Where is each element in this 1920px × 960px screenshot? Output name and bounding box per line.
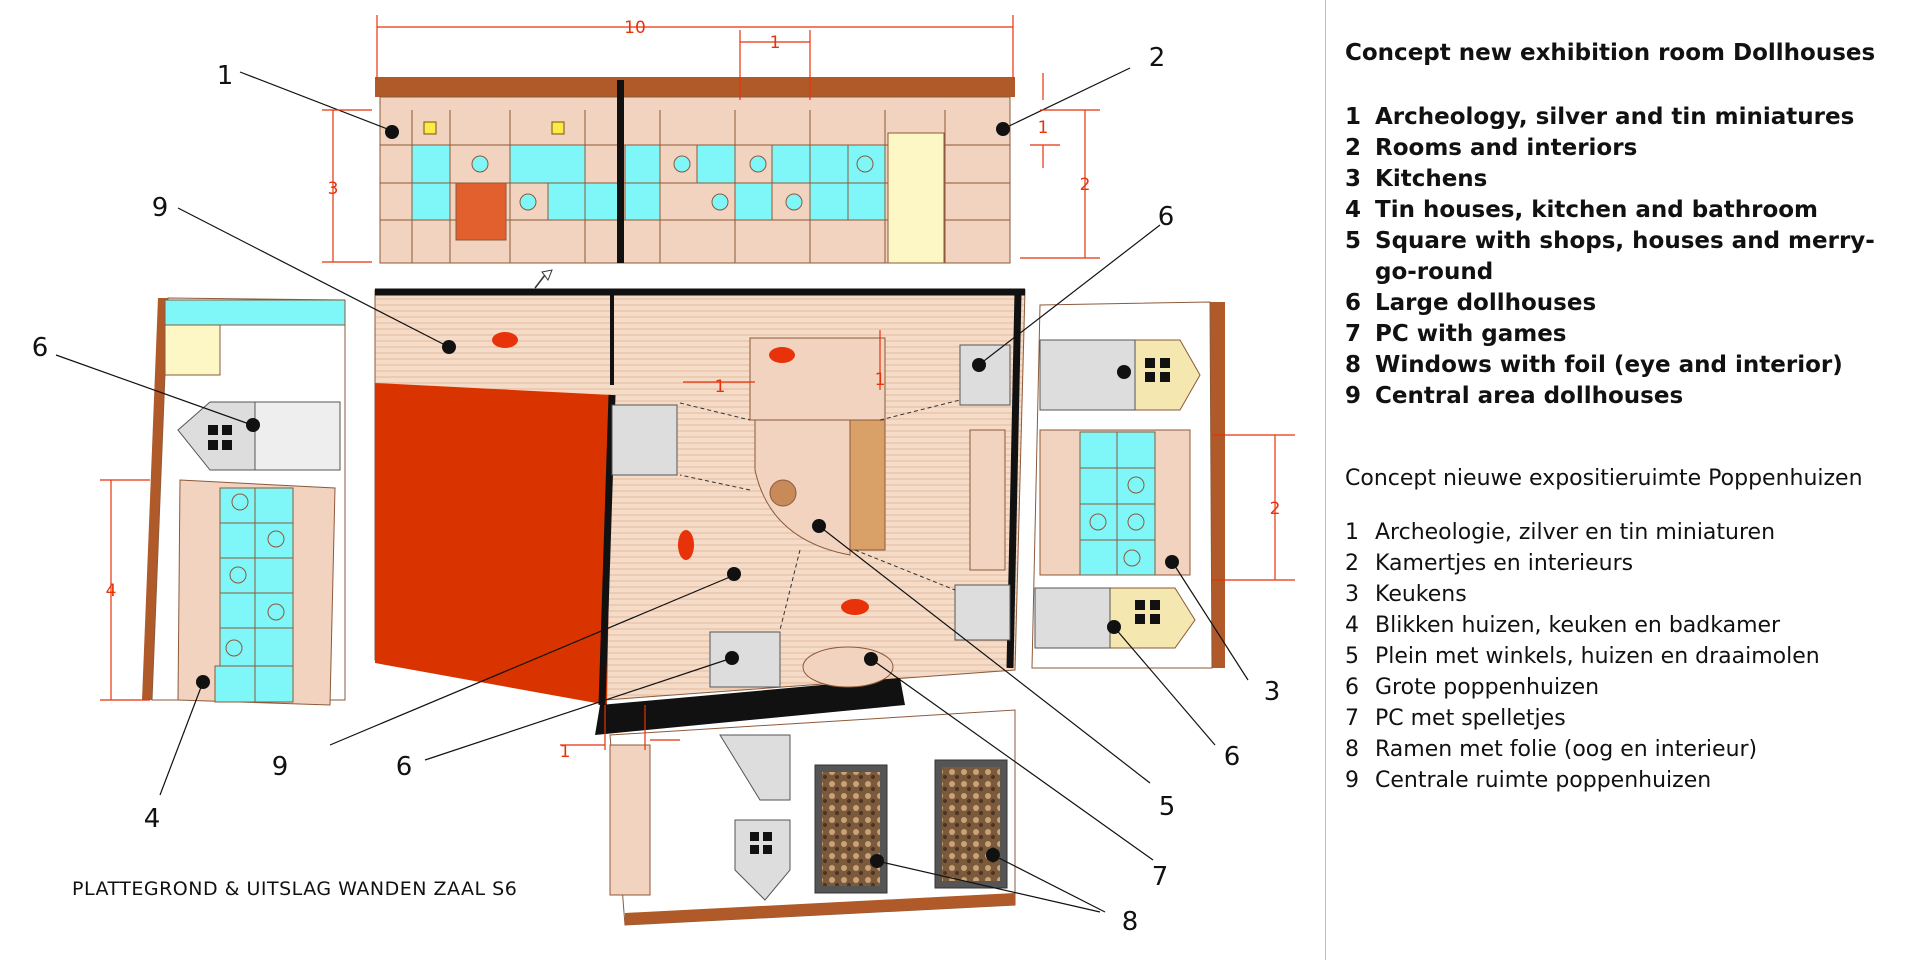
- callout-7: 7: [1152, 862, 1169, 892]
- dim-room-unit-v: 1: [875, 370, 886, 390]
- legend-num: 9: [1345, 383, 1362, 409]
- dim-top-height-left: 3: [328, 179, 339, 199]
- legend-label: Archeology, silver and tin miniatures: [1375, 104, 1855, 130]
- callout-9-top: 9: [152, 193, 169, 223]
- legend-item-nl: 8 Ramen met folie (oog en interieur): [1345, 734, 1915, 765]
- legend-item-en: 6 Large dollhouses: [1345, 288, 1915, 319]
- floor-plan: 1 2 3 4 5 6 6 6 6 7 8 9 9: [32, 15, 1295, 937]
- legend-label: Ramen met folie (oog en interieur): [1375, 737, 1758, 762]
- legend-num: 8: [1345, 737, 1359, 762]
- callout-6-left: 6: [32, 333, 49, 363]
- legend-label: Kitchens: [1375, 166, 1488, 192]
- legend-item-en: 7 PC with games: [1345, 319, 1915, 350]
- legend-num: 3: [1345, 166, 1362, 192]
- legend-item-en: 4 Tin houses, kitchen and bathroom: [1345, 195, 1915, 226]
- callout-5: 5: [1159, 792, 1176, 822]
- legend-label: Rooms and interiors: [1375, 135, 1638, 161]
- legend-num: 2: [1345, 135, 1362, 161]
- legend-num: 8: [1345, 352, 1362, 378]
- left-wall-elevation: [142, 297, 346, 706]
- dim-top-width: 10: [624, 18, 646, 38]
- legend-num: 7: [1345, 706, 1359, 731]
- legend-num: 9: [1345, 768, 1359, 793]
- legend-item-nl: 2 Kamertjes en interieurs: [1345, 548, 1915, 579]
- legend-list-nl: 1 Archeologie, zilver en tin miniaturen 2…: [1345, 517, 1915, 796]
- dim-left-height: 4: [106, 581, 117, 601]
- legend-item-en: 5 Square with shops, houses and merry-go-…: [1345, 226, 1915, 288]
- legend-panel: Concept new exhibition room Dollhouses 1…: [1345, 40, 1915, 796]
- legend-label: Large dollhouses: [1375, 290, 1597, 316]
- dim-top-height-small: 1: [1038, 118, 1049, 138]
- callout-6-right: 6: [1224, 742, 1241, 772]
- legend-num: 4: [1345, 197, 1362, 223]
- legend-label: Centrale ruimte poppenhuizen: [1375, 768, 1712, 793]
- dim-top-unit: 1: [770, 33, 781, 53]
- legend-title-nl: Concept nieuwe expositieruimte Poppenhui…: [1345, 466, 1863, 491]
- legend-label: Central area dollhouses: [1375, 383, 1684, 409]
- callout-2: 2: [1149, 43, 1166, 73]
- callout-6-topright: 6: [1158, 202, 1175, 232]
- legend-label: PC met spelletjes: [1375, 706, 1566, 731]
- callout-8: 8: [1122, 907, 1139, 937]
- legend-item-nl: 1 Archeologie, zilver en tin miniaturen: [1345, 517, 1915, 548]
- legend-num: 7: [1345, 321, 1362, 347]
- callout-6-bottom: 6: [396, 752, 413, 782]
- legend-item-nl: 4 Blikken huizen, keuken en badkamer: [1345, 610, 1915, 641]
- legend-list-en: 1 Archeology, silver and tin miniatures 2…: [1345, 102, 1915, 412]
- legend-item-nl: 6 Grote poppenhuizen: [1345, 672, 1915, 703]
- legend-item-nl: 3 Keukens: [1345, 579, 1915, 610]
- legend-label: Blikken huizen, keuken en badkamer: [1375, 613, 1781, 638]
- dim-top-height-right: 2: [1080, 175, 1091, 195]
- dimension-lines: [100, 15, 1295, 750]
- callout-9-bottom: 9: [272, 752, 289, 782]
- legend-item-en: 3 Kitchens: [1345, 164, 1915, 195]
- right-wall-elevation: [1031, 301, 1225, 669]
- dim-bottom-unit: 1: [560, 742, 571, 762]
- legend-label: Kamertjes en interieurs: [1375, 551, 1634, 576]
- legend-num: 5: [1345, 228, 1362, 254]
- legend-item-en: 1 Archeology, silver and tin miniatures: [1345, 102, 1915, 133]
- legend-num: 4: [1345, 613, 1359, 638]
- legend-label: Grote poppenhuizen: [1375, 675, 1600, 700]
- legend-label: Archeologie, zilver en tin miniaturen: [1375, 520, 1776, 545]
- legend-label: Plein met winkels, huizen en draaimolen: [1375, 644, 1820, 669]
- legend-title-en: Concept new exhibition room Dollhouses: [1345, 40, 1876, 66]
- legend-item-en: 9 Central area dollhouses: [1345, 381, 1915, 412]
- legend-item-nl: 7 PC met spelletjes: [1345, 703, 1915, 734]
- legend-num: 1: [1345, 520, 1359, 545]
- callout-3: 3: [1264, 677, 1281, 707]
- legend-label: Windows with foil (eye and interior): [1375, 352, 1843, 378]
- callout-leaders: [55, 67, 1249, 913]
- legend-item-en: 2 Rooms and interiors: [1345, 133, 1915, 164]
- callout-4: 4: [144, 804, 161, 834]
- plan-caption: PLATTEGROND & UITSLAG WANDEN ZAAL S6: [72, 878, 518, 900]
- legend-label: PC with games: [1375, 321, 1567, 347]
- legend-item-en: 8 Windows with foil (eye and interior): [1345, 350, 1915, 381]
- top-wall-elevation: [375, 77, 1015, 264]
- legend-item-nl: 5 Plein met winkels, huizen en draaimolen: [1345, 641, 1915, 672]
- legend-num: 2: [1345, 551, 1359, 576]
- dim-room-unit-h: 1: [715, 377, 726, 397]
- legend-label: Square with shops, houses and merry-go-r…: [1375, 228, 1875, 285]
- legend-label: Keukens: [1375, 582, 1467, 607]
- bottom-wall-elevation: [609, 709, 1016, 926]
- dim-right-height: 2: [1270, 499, 1281, 519]
- legend-num: 1: [1345, 104, 1362, 130]
- legend-num: 3: [1345, 582, 1359, 607]
- legend-label: Tin houses, kitchen and bathroom: [1375, 197, 1819, 223]
- legend-num: 6: [1345, 290, 1362, 316]
- panel-divider: [1325, 0, 1326, 960]
- legend-num: 5: [1345, 644, 1359, 669]
- main-room: [374, 269, 1026, 735]
- callout-1: 1: [217, 61, 234, 91]
- legend-item-nl: 9 Centrale ruimte poppenhuizen: [1345, 765, 1915, 796]
- legend-num: 6: [1345, 675, 1359, 700]
